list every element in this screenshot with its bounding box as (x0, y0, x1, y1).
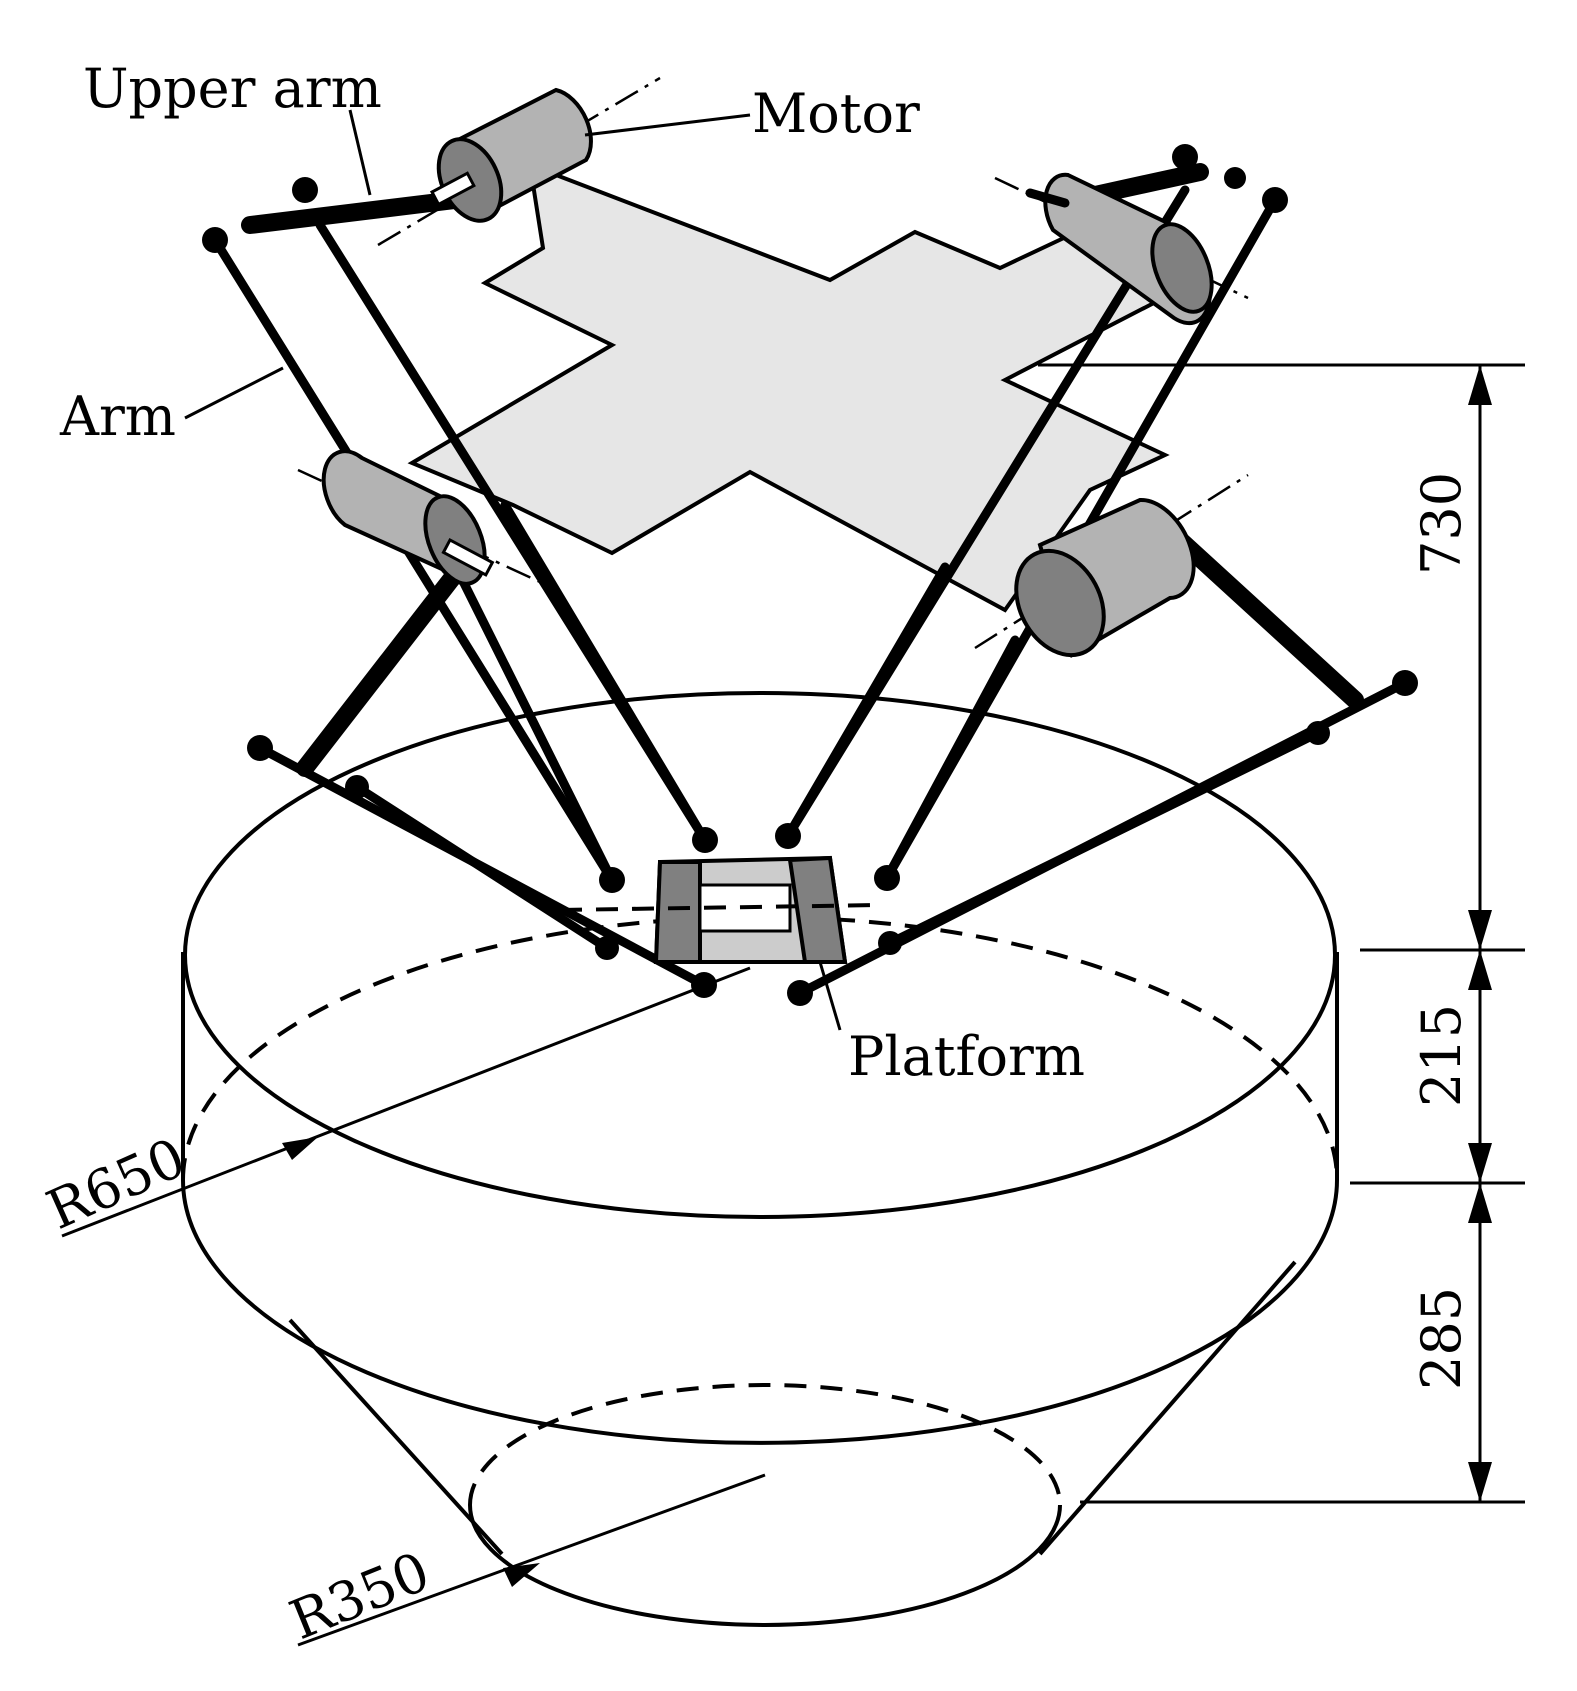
motor-bottom-left (297, 449, 541, 586)
r650-label: R650 (38, 1126, 195, 1242)
arm-rod (352, 782, 612, 953)
motor-bottom-right (974, 473, 1249, 659)
dim-285-label: 285 (1410, 1287, 1473, 1390)
platform-label: Platform (848, 1025, 1085, 1088)
upper-arm (241, 191, 464, 234)
radius-dimensions (61, 966, 766, 1647)
cone-left-side (288, 1318, 504, 1556)
cone-bottom-back (468, 1383, 1062, 1506)
arm-label: Arm (59, 385, 176, 448)
arm-rod (882, 635, 1020, 883)
height-dimensions (1038, 363, 1525, 1504)
joint (1306, 721, 1330, 745)
cylinder-bottom-front (181, 1179, 1339, 1445)
arm-rod (885, 728, 1323, 948)
joints (202, 144, 1418, 1006)
joint (1262, 187, 1288, 213)
upper-arm (1171, 531, 1364, 709)
cylinder-bottom-back (181, 915, 1339, 1181)
joint (775, 823, 801, 849)
upper-arms (241, 163, 1364, 777)
joint (1172, 144, 1198, 170)
joint (692, 827, 718, 853)
cone-bottom-front (468, 1504, 1062, 1627)
upper-arm (1086, 163, 1209, 204)
motor-top-left (377, 76, 661, 247)
joint (292, 177, 318, 203)
joint (1224, 167, 1246, 189)
dim-730-label: 730 (1410, 472, 1473, 575)
r350-label: R350 (281, 1540, 438, 1652)
joint (1392, 670, 1418, 696)
dim-215-label: 215 (1410, 1004, 1473, 1107)
joint (595, 936, 619, 960)
arm-rod (500, 500, 710, 845)
arm-rod (435, 530, 617, 885)
upper-arm (296, 546, 479, 777)
motor-top-right (994, 172, 1249, 326)
upper-arm-label: Upper arm (83, 57, 382, 120)
joint (599, 867, 625, 893)
arm-rod (783, 562, 950, 841)
platform (559, 855, 881, 964)
joint (878, 931, 902, 955)
cone-right-side (1038, 1260, 1297, 1556)
joint (787, 980, 813, 1006)
joint (345, 775, 369, 799)
motor-label: Motor (752, 82, 920, 145)
leader-lines (184, 109, 842, 1031)
arm-rod (210, 235, 617, 885)
joint (874, 865, 900, 891)
joint (202, 227, 228, 253)
joint (247, 735, 273, 761)
workspace-volume (181, 691, 1339, 1627)
